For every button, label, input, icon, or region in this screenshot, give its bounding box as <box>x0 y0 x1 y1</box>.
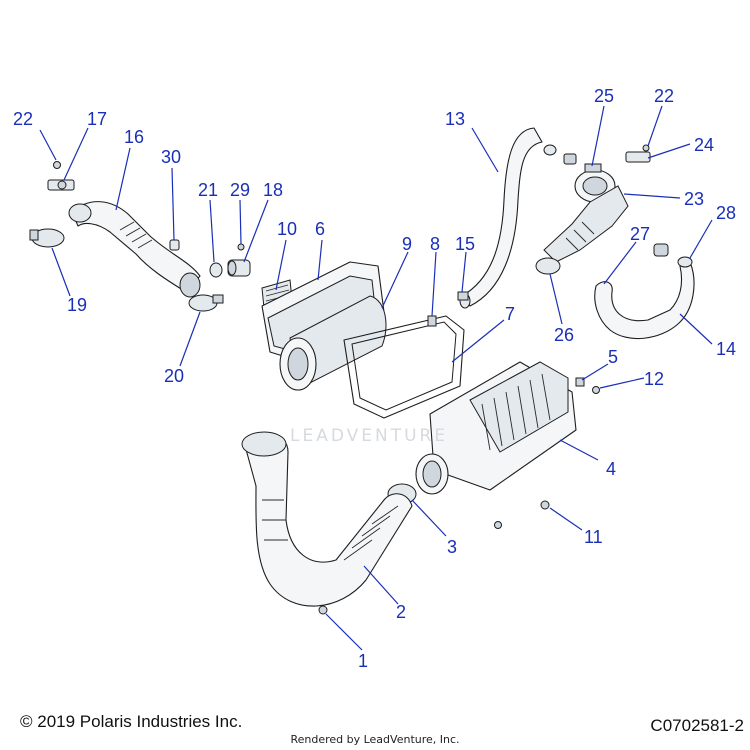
part-22-screw-right <box>642 144 650 152</box>
callout-8: 8 <box>430 234 441 254</box>
callout-6: 6 <box>315 219 326 239</box>
part-8-clip <box>427 315 437 327</box>
callout-18: 18 <box>263 180 284 200</box>
callout-30: 30 <box>161 147 182 167</box>
part-1-screw <box>318 605 328 615</box>
part-17-bracket <box>47 179 75 191</box>
part-5-nut <box>575 377 585 387</box>
callout-21: 21 <box>198 180 219 200</box>
part-16-intake-duct <box>68 201 201 298</box>
part-4-airbox-base <box>415 361 577 495</box>
callout-22-right: 22 <box>654 86 675 106</box>
part-7-gasket <box>343 315 465 419</box>
part-25-clamp <box>584 163 602 173</box>
part-30-fitting <box>169 239 180 251</box>
callout-13: 13 <box>445 109 466 129</box>
callout-12: 12 <box>644 369 665 389</box>
part-9-filter-cylinder <box>279 295 387 391</box>
callout-22-left: 22 <box>13 109 34 129</box>
part-15-clip <box>457 291 469 301</box>
leader-lines <box>39 105 713 651</box>
callout-3: 3 <box>447 537 458 557</box>
drawing-id: C0702581-2 <box>650 716 744 735</box>
callout-2: 2 <box>396 602 407 622</box>
callout-29: 29 <box>230 180 251 200</box>
watermark-text: LEADVENTURE <box>290 426 449 446</box>
part-27-grommet <box>653 243 669 257</box>
part-22-screw-left <box>53 161 61 169</box>
callout-26: 26 <box>554 325 575 345</box>
part-13-tube <box>459 127 543 309</box>
callout-25: 25 <box>594 86 615 106</box>
part-18-valve <box>227 259 251 277</box>
callout-17: 17 <box>87 109 108 129</box>
part-26-clamp <box>535 257 561 275</box>
callout-16: 16 <box>124 127 145 147</box>
part-24-bracket <box>625 151 651 163</box>
callout-23: 23 <box>684 189 705 209</box>
callout-4: 4 <box>606 459 617 479</box>
callout-24: 24 <box>694 135 715 155</box>
part-small-fittings <box>543 144 577 165</box>
rendered-by-text: Rendered by LeadVenture, Inc. <box>290 733 460 746</box>
callout-9: 9 <box>402 234 413 254</box>
callout-10: 10 <box>277 219 298 239</box>
part-29-plug <box>237 243 245 251</box>
callout-19: 19 <box>67 295 88 315</box>
copyright-text: © 2019 Polaris Industries Inc. <box>20 712 243 731</box>
callout-27: 27 <box>630 224 651 244</box>
part-23-upper-inlet <box>543 169 629 263</box>
callout-11: 11 <box>584 527 603 547</box>
callout-15: 15 <box>455 234 476 254</box>
part-19-clamp <box>29 228 65 248</box>
part-20-clamp <box>188 294 224 312</box>
part-11-screw <box>494 500 550 529</box>
callout-7: 7 <box>505 304 516 324</box>
part-14-breather-hose <box>594 256 695 340</box>
callout-14: 14 <box>716 339 737 359</box>
callout-20: 20 <box>164 366 185 386</box>
callout-5: 5 <box>608 347 619 367</box>
callout-28: 28 <box>716 203 737 223</box>
callout-1: 1 <box>358 651 369 671</box>
part-12-screw <box>592 386 600 394</box>
part-21-ring <box>209 262 223 278</box>
part-2-lower-duct <box>241 431 413 607</box>
